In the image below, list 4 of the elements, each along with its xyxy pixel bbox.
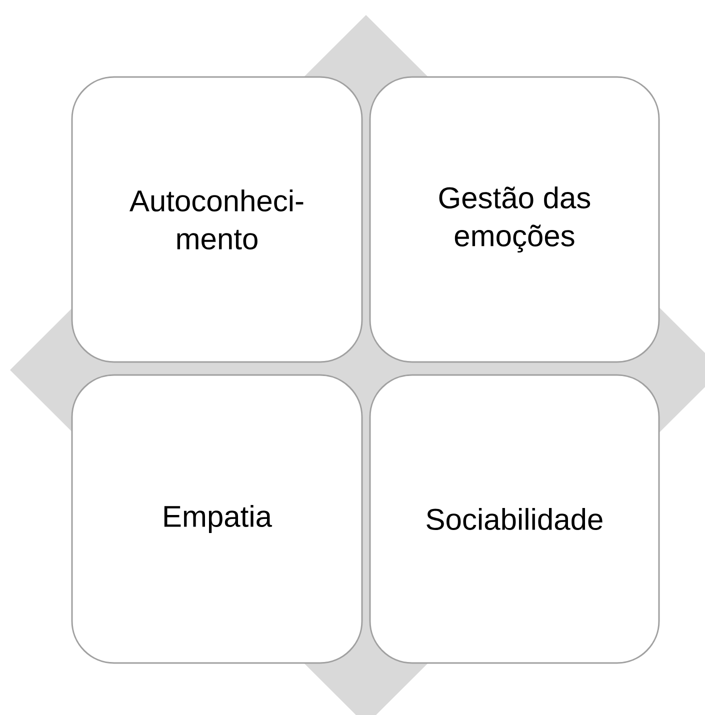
rounded-box: Empatia [71, 374, 363, 664]
rounded-box: Autoconheci- mento [71, 76, 363, 363]
rounded-box: Gestão das emoções [369, 76, 660, 363]
rounded-box: Sociabilidade [369, 374, 660, 664]
